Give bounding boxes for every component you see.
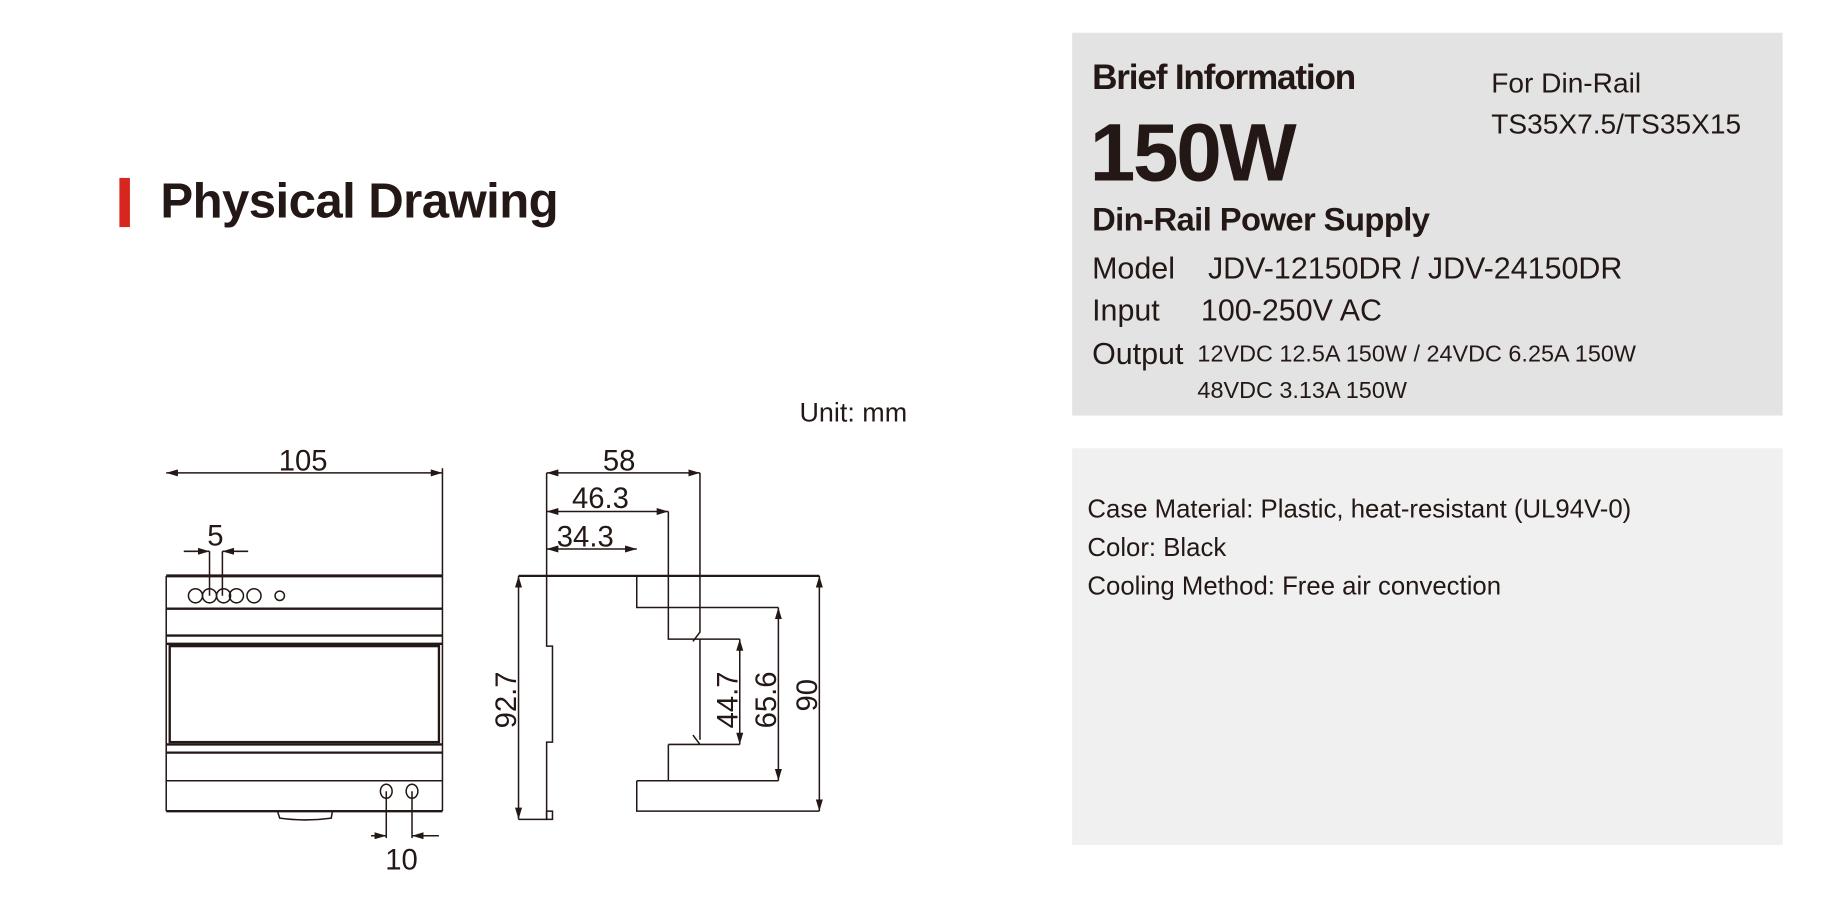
dim-rail-slot: 44.7 — [712, 671, 744, 728]
feature-cooling: Cooling Method: Free air convection — [1087, 571, 1502, 601]
dim-depth-mid: 46.3 — [572, 483, 629, 515]
output-label: Output — [1092, 335, 1184, 372]
output-row: Output 12VDC 12.5A 150W / 24VDC 6.25A 15… — [1092, 335, 1636, 404]
rail-compatibility: For Din-Rail TS35X7.5/TS35X15 — [1491, 63, 1741, 145]
led-indicators — [187, 588, 286, 604]
model-label: Model — [1092, 250, 1175, 286]
dim-depth: 58 — [603, 446, 636, 478]
front-view: 105 5 10 — [165, 446, 444, 877]
dim-depth-front: 34.3 — [557, 522, 614, 554]
section-title: Physical Drawing — [160, 173, 559, 229]
dim-body-height: 90 — [792, 679, 824, 712]
dim-terminal-pitch: 10 — [385, 845, 418, 877]
wattage: 150W — [1089, 106, 1297, 198]
rail-line-1: For Din-Rail — [1491, 67, 1642, 100]
feature-color: Color: Black — [1087, 532, 1227, 562]
dim-total-height: 92.7 — [491, 671, 523, 728]
output-value-1: 12VDC 12.5A 150W / 24VDC 6.25A 150W — [1197, 341, 1636, 368]
brief-info-panel — [1072, 32, 1783, 416]
output-value-2: 48VDC 3.13A 150W — [1197, 378, 1407, 404]
unit-label: Unit: mm — [799, 396, 908, 428]
input-value: 100-250V AC — [1200, 292, 1382, 328]
section-accent-bar — [119, 177, 130, 228]
model-row: Model JDV-12150DR / JDV-24150DR — [1092, 250, 1622, 286]
input-label: Input — [1092, 292, 1160, 328]
dim-mid-height: 65.6 — [751, 671, 783, 728]
dim-led-pitch: 5 — [207, 520, 223, 552]
brief-heading: Brief Information — [1092, 58, 1356, 98]
input-row: Input 100-250V AC — [1092, 292, 1382, 329]
rail-line-2: TS35X7.5/TS35X15 — [1491, 108, 1742, 141]
feature-case-material: Case Material: Plastic, heat-resistant (… — [1087, 493, 1632, 524]
features-panel — [1072, 448, 1783, 846]
dim-front-width: 105 — [279, 446, 328, 478]
product-subtitle: Din-Rail Power Supply — [1092, 201, 1430, 238]
model-value: JDV-12150DR / JDV-24150DR — [1207, 250, 1623, 286]
side-view: 58 46.3 34.3 92.7 44.7 65.6 90 — [491, 446, 824, 821]
